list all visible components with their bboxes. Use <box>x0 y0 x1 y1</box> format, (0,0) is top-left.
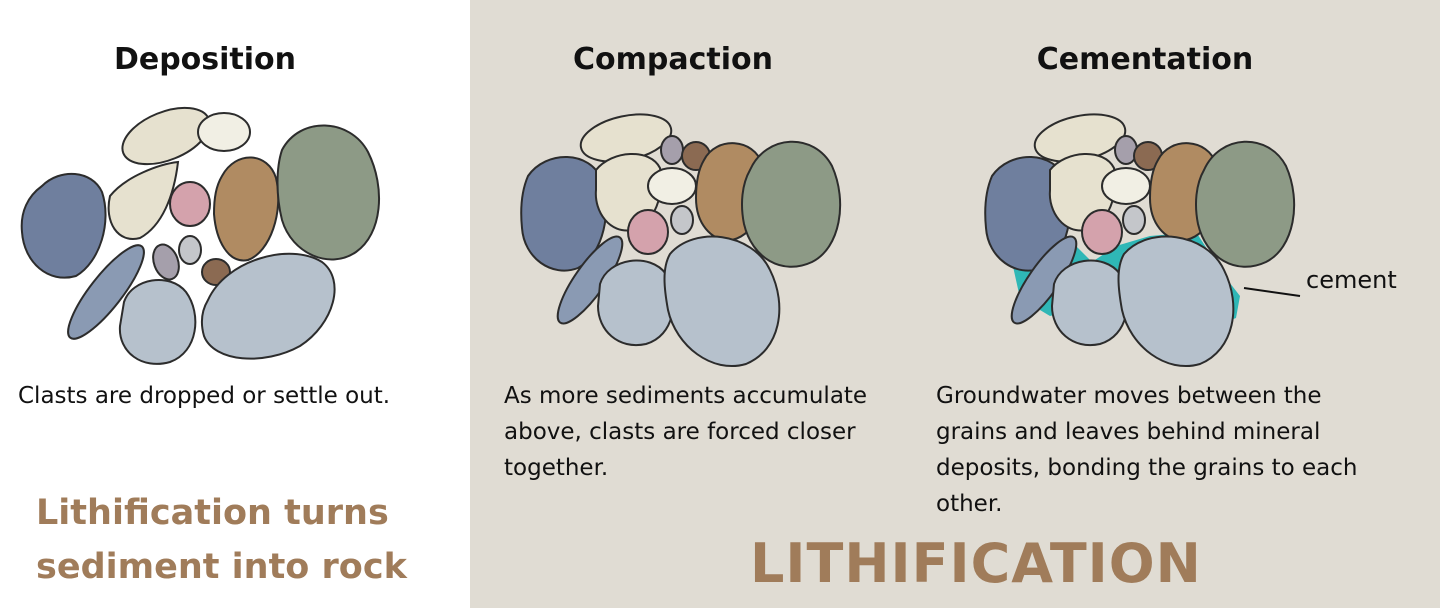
caption-line: As more sediments accumulate <box>504 383 868 409</box>
lithification-title: LITHIFICATION <box>750 532 1202 595</box>
clast-slate-rod <box>67 244 145 340</box>
cement-label: cement <box>1306 266 1397 294</box>
clast-gray-tiny <box>670 205 694 235</box>
clast-tan <box>212 156 280 262</box>
caption-line: above, clasts are forced closer <box>504 419 856 445</box>
clast-cream-teardrop <box>107 160 180 240</box>
clast-pale-round <box>118 278 197 365</box>
caption-line: deposits, bonding the grains to each <box>936 455 1358 481</box>
tagline-line-2: sediment into rock <box>36 547 407 587</box>
clast-pale-round <box>1050 259 1129 347</box>
tagline-line-1: Lithification turns <box>36 486 407 540</box>
clast-green-large <box>276 124 380 261</box>
clast-pale-large <box>1117 235 1235 367</box>
clast-pink <box>169 181 211 227</box>
tagline: Lithification turns sediment into rock <box>36 486 407 594</box>
tagline-rest: turns <box>271 493 389 533</box>
clast-pink <box>627 209 669 255</box>
clast-white-small <box>197 112 251 152</box>
cementation-clasts <box>984 113 1301 367</box>
clast-pink <box>1081 209 1123 255</box>
compaction-clasts <box>520 113 842 367</box>
caption-line: other. <box>936 491 1003 517</box>
clast-blue-large <box>20 173 107 279</box>
compaction-caption: As more sediments accumulate above, clas… <box>504 378 867 486</box>
cementation-title: Cementation <box>1036 42 1254 77</box>
cement-pointer <box>1243 287 1301 297</box>
compaction-title: Compaction <box>573 42 773 77</box>
clast-pale-large <box>663 235 781 367</box>
clast-green-large <box>1195 140 1296 268</box>
cementation-caption: Groundwater moves between the grains and… <box>936 378 1357 522</box>
clast-white-small <box>1101 167 1151 205</box>
clast-pale-large <box>200 252 336 360</box>
deposition-clasts <box>20 106 380 365</box>
caption-line: together. <box>504 455 609 481</box>
clast-gray-tiny <box>178 235 202 265</box>
tagline-emphasis: Lithification <box>36 493 272 533</box>
clast-gray-tiny <box>1122 205 1146 235</box>
clast-lavender-tiny <box>152 243 180 281</box>
caption-line: Groundwater moves between the <box>936 383 1322 409</box>
deposition-caption: Clasts are dropped or settle out. <box>18 383 391 409</box>
caption-line: grains and leaves behind mineral <box>936 419 1321 445</box>
deposition-title: Deposition <box>113 42 297 77</box>
clast-white-small <box>647 167 697 205</box>
clast-green-large <box>741 140 842 268</box>
clast-pale-round <box>596 259 675 347</box>
clast-lavender-tiny <box>660 135 684 165</box>
